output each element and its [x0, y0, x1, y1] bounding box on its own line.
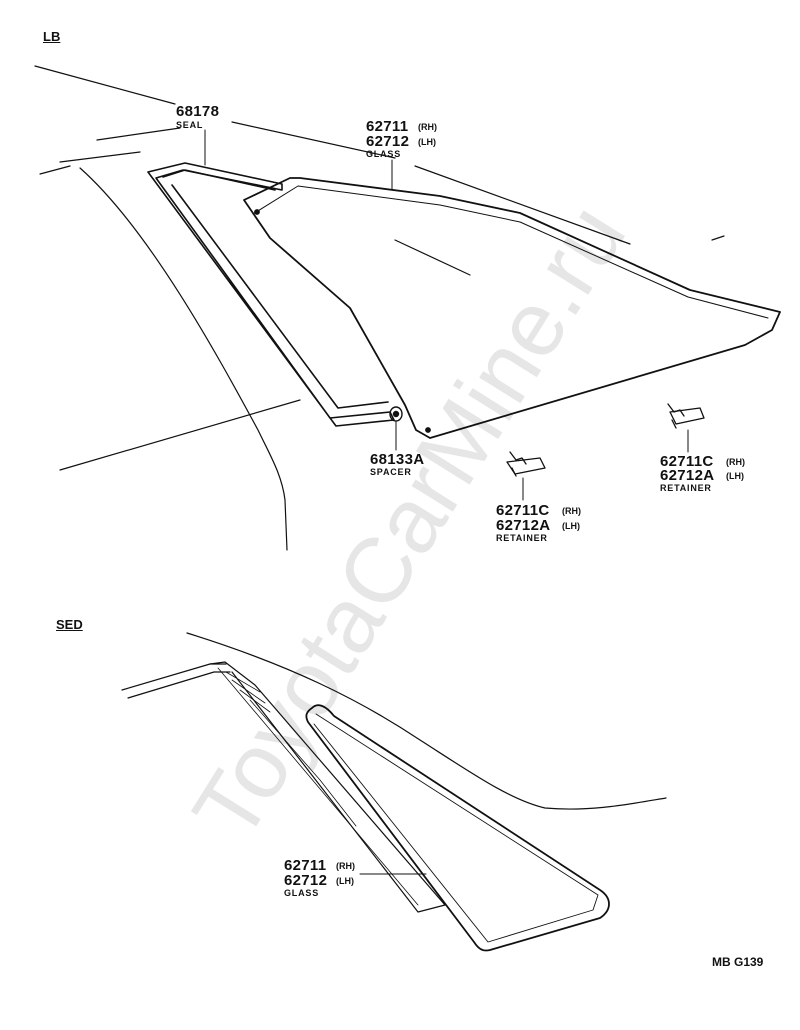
glass-sed-rh-side: (RH): [336, 861, 355, 871]
retainer-left-lh-side: (LH): [562, 521, 580, 531]
glass-sed-rh-number: 62711: [284, 857, 327, 874]
retainer-right-rh-number: 62711C: [660, 453, 714, 470]
retainer-left-rh-side: (RH): [562, 506, 581, 516]
retainer-left-part: [506, 451, 546, 477]
pillar-curve: [79, 167, 288, 551]
sed-body-lines: [121, 632, 667, 913]
leaders-lb: [204, 129, 689, 501]
belt-line: [59, 399, 301, 471]
section-label-sed: SED: [56, 617, 83, 632]
sed-roof-line: [186, 632, 667, 810]
glass-outline-sed: [305, 704, 610, 952]
retainer-right-name: RETAINER: [660, 483, 712, 493]
glass-lb-rh-side: (RH): [418, 122, 437, 132]
retainer-right-lh-number: 62712A: [660, 467, 715, 484]
retainer-left-name: RETAINER: [496, 533, 548, 543]
lb-body-lines: [34, 65, 725, 551]
glass-sed-lh-number: 62712: [284, 872, 328, 889]
figure-code: MB G139: [712, 955, 764, 969]
glass-lb-name: GLASS: [366, 149, 402, 159]
retainer-right-part: [667, 403, 705, 429]
spacer-part-number: 68133A: [370, 451, 425, 468]
seal-part-number: 68178: [176, 103, 220, 120]
glass-outline-lb: [243, 177, 781, 439]
glass-lb-lh-side: (LH): [418, 137, 436, 147]
retainer-left-rh-number: 62711C: [496, 502, 550, 519]
retainer-right-rh-side: (RH): [726, 457, 745, 467]
seal-name: SEAL: [176, 120, 204, 130]
glass-lb-lh-number: 62712: [366, 133, 410, 150]
glass-sed-name: GLASS: [284, 888, 320, 898]
glass-sed-lh-side: (LH): [336, 876, 354, 886]
spacer-part: [389, 406, 403, 422]
roof-line: [34, 65, 176, 105]
seal-outline: [147, 162, 395, 427]
section-label-lb: LB: [43, 29, 61, 44]
retainer-right-lh-side: (LH): [726, 471, 744, 481]
retainer-left-lh-number: 62712A: [496, 517, 551, 534]
glass-lb-rh-number: 62711: [366, 118, 409, 135]
spacer-name: SPACER: [370, 467, 412, 477]
